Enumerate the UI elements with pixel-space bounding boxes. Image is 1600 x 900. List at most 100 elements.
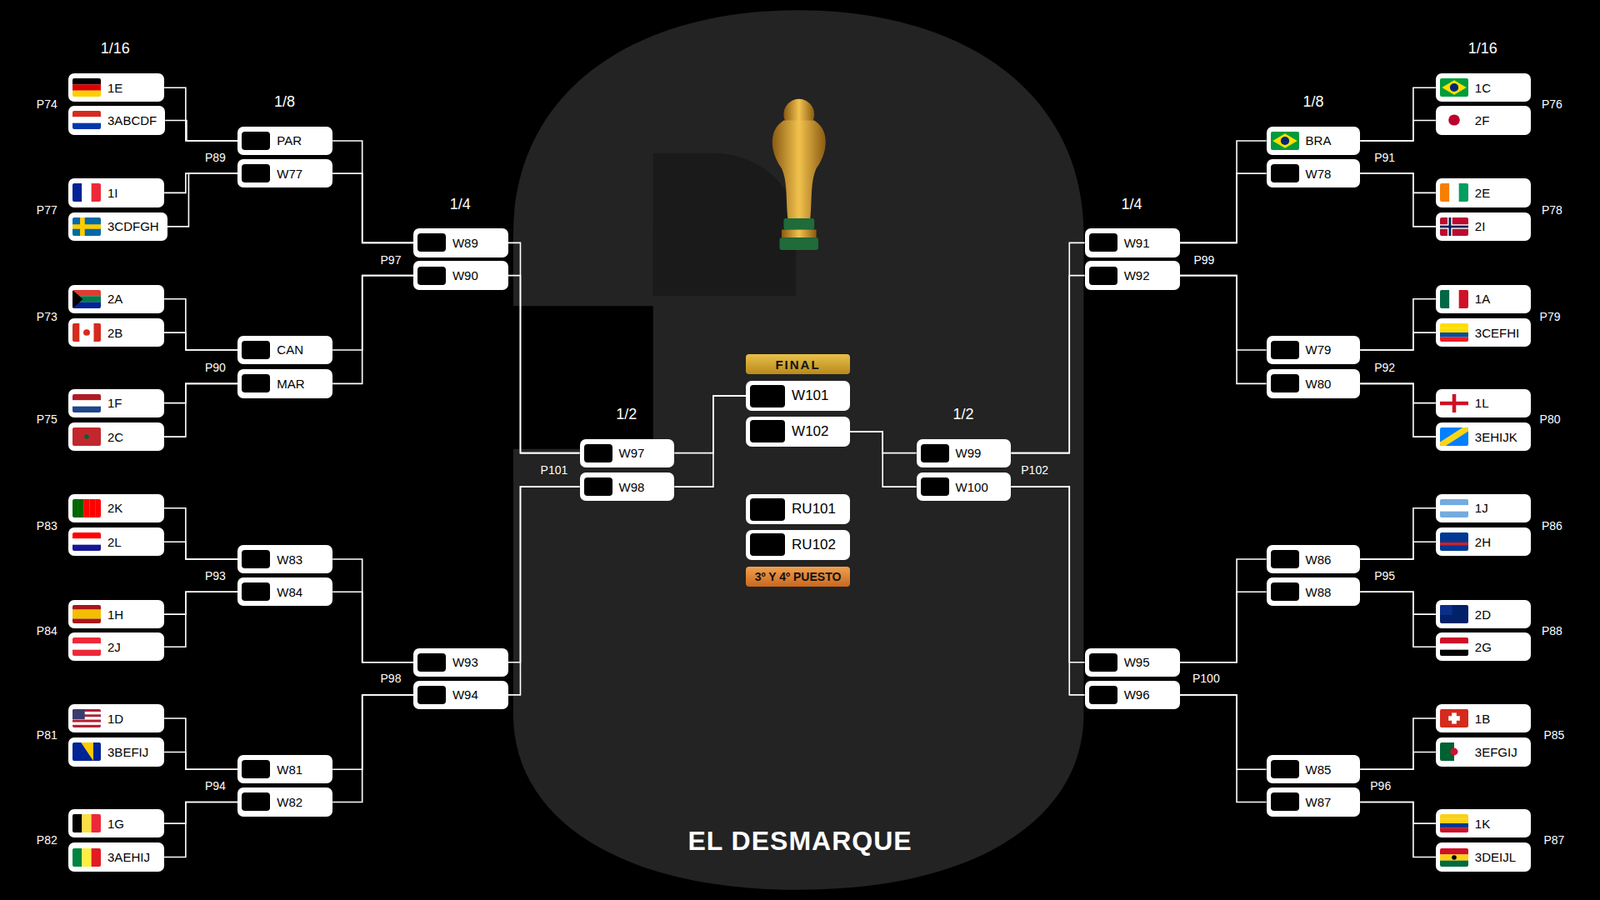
final-badge: FINAL bbox=[745, 354, 850, 375]
flag-icon bbox=[72, 605, 101, 624]
flag-icon bbox=[1440, 110, 1469, 130]
empty-flag-slot bbox=[750, 420, 785, 443]
match-label: P95 bbox=[1374, 569, 1395, 583]
team-code: 3ABCDF bbox=[107, 113, 157, 128]
team-code: CAN bbox=[276, 342, 304, 357]
empty-flag-slot bbox=[1089, 685, 1118, 705]
brand-logo: EL DESMARQUE bbox=[687, 825, 912, 856]
flag-icon bbox=[72, 637, 101, 656]
trophy-illustration bbox=[772, 99, 826, 250]
team-box: 2H bbox=[1435, 527, 1531, 556]
team-code: 1L bbox=[1475, 395, 1490, 410]
team-code: 1A bbox=[1475, 291, 1490, 306]
team-box: 3DEIJL bbox=[1435, 842, 1531, 871]
team-code: W86 bbox=[1305, 552, 1332, 567]
team-box: 3CEFHI bbox=[1435, 318, 1531, 347]
bracket-line bbox=[164, 591, 238, 647]
bracket-line bbox=[164, 801, 238, 824]
team-box: 2I bbox=[1435, 212, 1531, 241]
match-label: P74 bbox=[36, 97, 58, 111]
team-code: W98 bbox=[619, 480, 645, 495]
team-box: W81 bbox=[237, 755, 333, 784]
team-box: 3AEHIJ bbox=[68, 842, 165, 871]
bracket-line bbox=[332, 275, 414, 385]
team-code: 3EHIJK bbox=[1475, 430, 1518, 445]
empty-flag-slot bbox=[1270, 760, 1300, 779]
match-label: P94 bbox=[205, 779, 226, 793]
empty-flag-slot bbox=[1270, 550, 1300, 569]
team-box: 1J bbox=[1435, 494, 1531, 523]
match-label: P101 bbox=[540, 463, 569, 477]
team-box: W79 bbox=[1266, 335, 1361, 365]
match-label: P79 bbox=[1540, 310, 1561, 324]
bracket-line bbox=[674, 395, 746, 454]
team-code: W84 bbox=[276, 585, 303, 600]
team-box: RU102 bbox=[745, 530, 850, 561]
bracket-line bbox=[1360, 591, 1436, 647]
empty-flag-slot bbox=[1089, 266, 1118, 285]
team-code: W101 bbox=[791, 387, 829, 405]
number-26-shape bbox=[513, 10, 1084, 890]
bracket-line bbox=[164, 383, 238, 437]
bracket-line bbox=[850, 431, 917, 487]
team-code: W102 bbox=[791, 423, 829, 440]
flag-icon bbox=[1440, 742, 1469, 761]
team-code: 1E bbox=[107, 80, 123, 95]
team-code: W78 bbox=[1305, 166, 1332, 181]
team-code: 2K bbox=[107, 500, 123, 515]
number-26-cut bbox=[653, 153, 796, 296]
match-label: P96 bbox=[1370, 779, 1391, 793]
team-box: W90 bbox=[413, 260, 509, 290]
team-code: 2C bbox=[107, 430, 124, 445]
team-box: 1G bbox=[68, 809, 165, 838]
team-code: W79 bbox=[1305, 342, 1332, 357]
bracket-line bbox=[508, 486, 580, 663]
match-label: P97 bbox=[380, 253, 402, 267]
empty-flag-slot bbox=[750, 498, 785, 521]
team-box: 1E bbox=[68, 73, 165, 102]
team-box: W99 bbox=[916, 439, 1012, 468]
match-label: P80 bbox=[1540, 412, 1561, 426]
team-box: W91 bbox=[1085, 228, 1180, 257]
empty-flag-slot bbox=[1270, 582, 1300, 601]
bracket-line bbox=[1360, 120, 1436, 140]
bracket-line bbox=[508, 486, 580, 695]
empty-flag-slot bbox=[241, 374, 270, 393]
match-label: P81 bbox=[36, 728, 58, 742]
team-box: W80 bbox=[1266, 369, 1361, 398]
team-code: 2B bbox=[107, 325, 123, 340]
bracket-line bbox=[164, 383, 238, 403]
team-box: 2J bbox=[68, 632, 165, 661]
flag-icon bbox=[1440, 394, 1469, 413]
team-box: W95 bbox=[1085, 648, 1180, 677]
bracket-line bbox=[1360, 801, 1436, 824]
team-code: 1G bbox=[107, 816, 125, 831]
bracket-line bbox=[332, 173, 414, 243]
bracket-line bbox=[332, 695, 414, 770]
team-code: W82 bbox=[276, 795, 303, 810]
bracket-line bbox=[167, 173, 239, 227]
team-box: W98 bbox=[580, 472, 675, 501]
team-code: 1D bbox=[107, 711, 124, 726]
flag-icon bbox=[1440, 814, 1469, 833]
team-code: W81 bbox=[276, 762, 303, 777]
empty-flag-slot bbox=[417, 266, 446, 285]
flag-icon bbox=[72, 814, 101, 833]
team-code: W94 bbox=[452, 687, 479, 702]
team-code: 1K bbox=[1475, 816, 1490, 831]
bracket-line bbox=[332, 591, 414, 663]
team-code: 3DEIJL bbox=[1475, 850, 1516, 865]
bracket-line bbox=[1010, 486, 1085, 663]
empty-flag-slot bbox=[1270, 374, 1300, 393]
team-box: 1I bbox=[68, 178, 165, 207]
match-label: P100 bbox=[1192, 671, 1220, 685]
bracket-line bbox=[508, 275, 580, 454]
team-code: 1F bbox=[107, 395, 123, 410]
team-box: 3EHIJK bbox=[1435, 422, 1531, 451]
team-code: 3EFGIJ bbox=[1475, 745, 1518, 760]
empty-flag-slot bbox=[584, 477, 613, 496]
flag-icon bbox=[1440, 848, 1469, 867]
team-code: PAR bbox=[276, 133, 302, 148]
flag-icon bbox=[1440, 427, 1469, 446]
team-box: W78 bbox=[1266, 159, 1361, 188]
